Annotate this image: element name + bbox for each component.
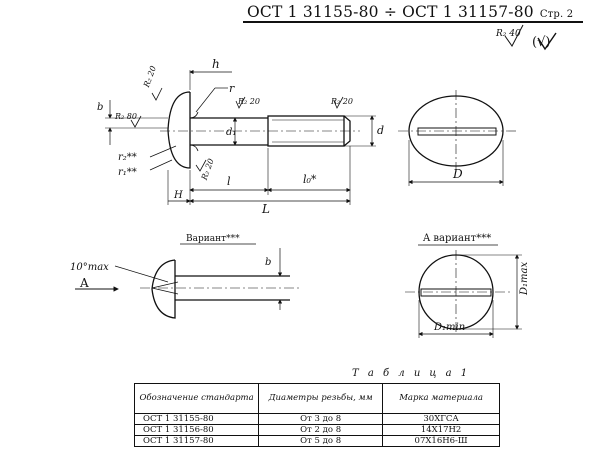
cell-standard: ОСТ 1 31155-80 (133, 413, 260, 425)
angle-label: 10°max (70, 262, 109, 273)
page-number: Стр. 2 (539, 9, 574, 20)
roughness-head-side: R₂ 80 (114, 112, 137, 121)
dim-D1min: D₁min (433, 322, 465, 333)
rivet-shank (190, 117, 268, 146)
roughness-under-head: R₂ 20 (199, 157, 215, 182)
view-arrow-label: A (79, 276, 89, 290)
dim-D1max: D₁max (519, 262, 530, 296)
cell-material: 30ХГСА (382, 413, 500, 425)
dim-H: H (173, 190, 183, 201)
header-material: Марка материала (382, 383, 500, 414)
dim-L: L (261, 202, 270, 216)
cell-diameter: От 2 до 8 (258, 424, 384, 436)
main-view-labels: h r d₁ d l l₀* L H b r₂** r₁** R₂ 20 R₂ … (97, 57, 384, 216)
table-row: ОСТ 1 31157-80 От 5 до 8 07Х16Н6-Ш (133, 435, 500, 447)
cell-standard: ОСТ 1 31156-80 (133, 424, 260, 436)
variant-right-title: A вариант*** (422, 233, 491, 244)
standard-range: ОСТ 1 31155-80 ÷ ОСТ 1 31157-80 (247, 3, 534, 21)
header-standard: Обозначение стандарта (133, 383, 260, 414)
cell-diameter: От 3 до 8 (258, 413, 384, 425)
variant-left-title: Вариант*** (186, 234, 240, 244)
rivet-head (167, 91, 191, 169)
dim-h: h (212, 57, 220, 71)
cell-material: 07Х16Н6-Ш (382, 435, 500, 447)
variant-head (151, 259, 176, 319)
dim-r1: r₁** (118, 167, 137, 178)
table-caption: Т а б л и ц а 1 (352, 368, 471, 379)
header-thread-diameter: Диаметры резьбы, мм (258, 383, 384, 414)
main-side-view (105, 69, 376, 205)
dim-r2: r₂** (118, 152, 137, 163)
cell-standard: ОСТ 1 31157-80 (133, 435, 260, 447)
variant-dim-b: b (265, 257, 271, 268)
slot (417, 127, 497, 136)
roughness-general-label: R₂ 40 (495, 29, 521, 39)
cell-diameter: От 5 до 8 (258, 435, 384, 447)
roughness-shank: R₂ 20 (237, 97, 260, 106)
roughness-check-mark: (√) (532, 35, 550, 50)
dim-l0: l₀* (303, 173, 317, 186)
roughness-thread: R₂ 20 (330, 97, 353, 106)
roughness-head-top: R₂ 20 (142, 65, 158, 90)
document-title: ОСТ 1 31155-80 ÷ ОСТ 1 31157-80 Стр. 2 (247, 3, 573, 21)
variant-left-view: Вариант*** 10°max A b (70, 234, 300, 319)
cell-material: 14Х17Н2 (382, 424, 500, 436)
dim-l: l (227, 175, 231, 188)
dim-d: d (377, 124, 384, 137)
table-header-row: Обозначение стандарта Диаметры резьбы, м… (133, 383, 500, 414)
dim-b: b (97, 102, 103, 113)
variant-right-view: A вариант*** D₁max D₁min (405, 233, 530, 338)
table-row: ОСТ 1 31155-80 От 3 до 8 30ХГСА (133, 413, 500, 425)
head-top-view (398, 90, 516, 186)
dim-D: D (452, 167, 463, 181)
general-roughness-symbol: R₂ 40 (√) (495, 24, 557, 51)
dim-r: r (229, 82, 235, 95)
header-underline (243, 21, 583, 23)
materials-table: Обозначение стандарта Диаметры резьбы, м… (133, 383, 500, 447)
table-row: ОСТ 1 31156-80 От 2 до 8 14Х17Н2 (133, 424, 500, 436)
dim-d1: d₁ (226, 127, 236, 138)
